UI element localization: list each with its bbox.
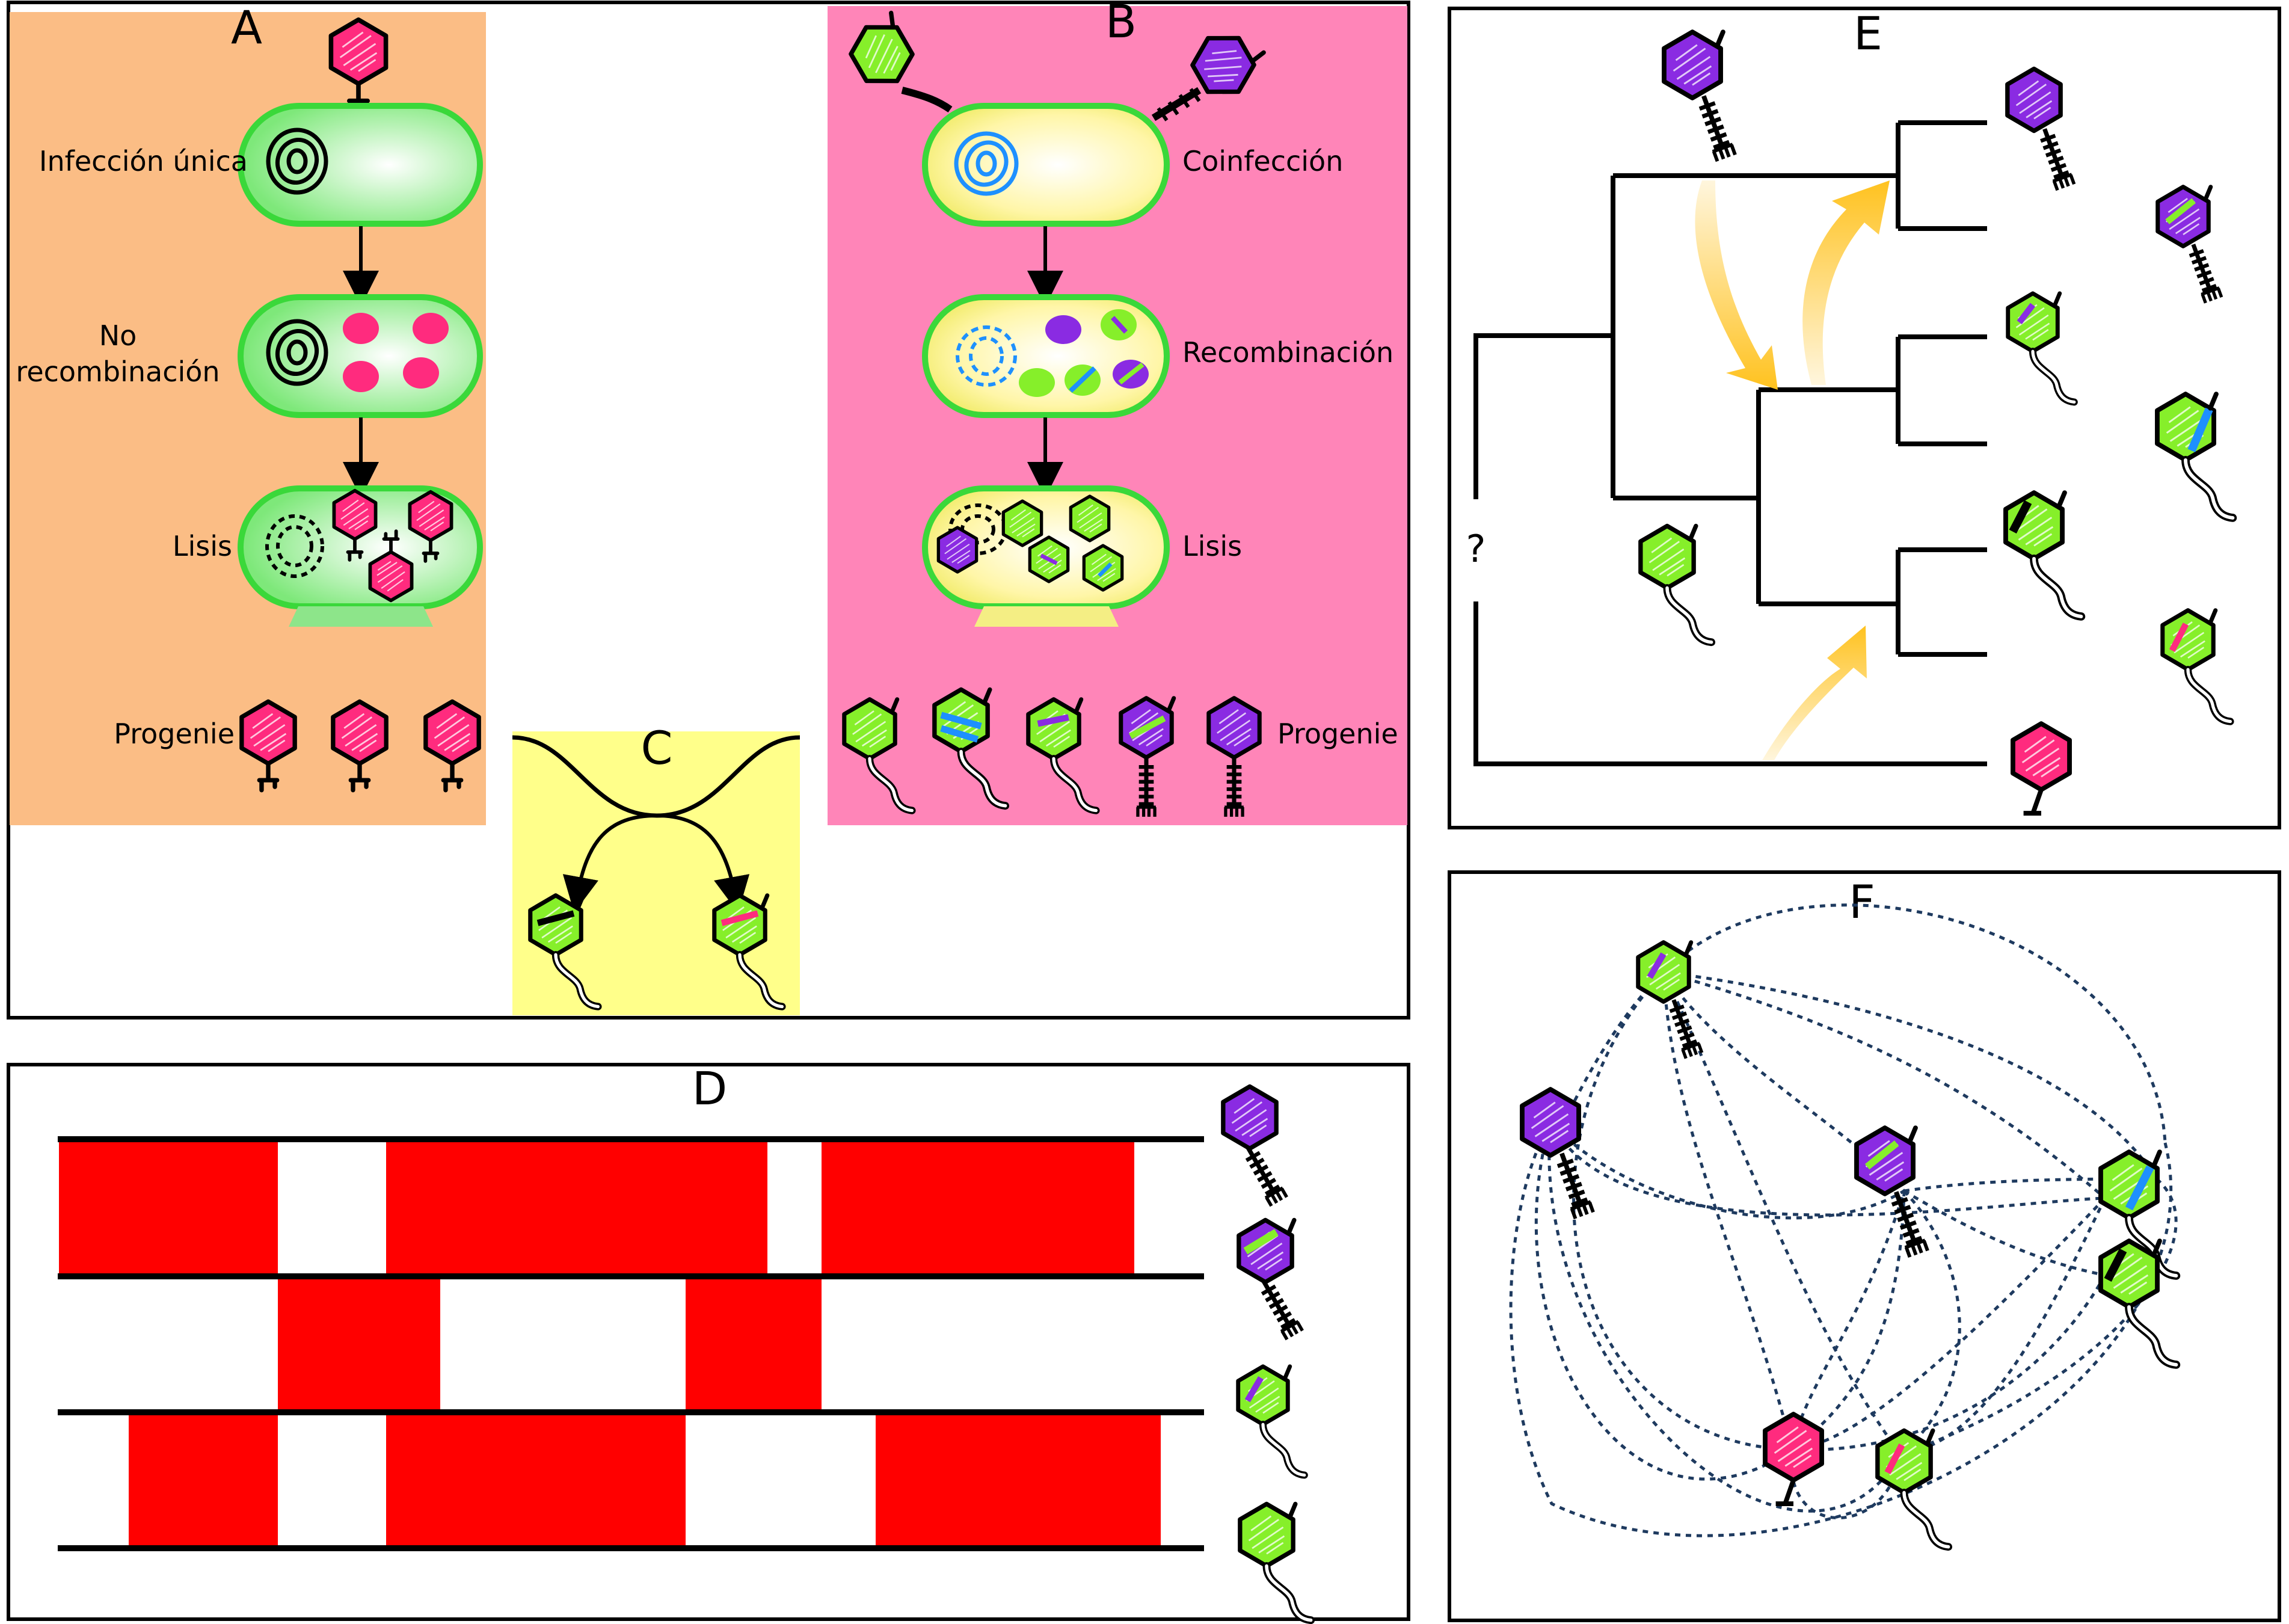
arrow-c-right (656, 814, 750, 913)
phage-green-purple-progeny (1028, 700, 1096, 811)
recombinant-dna-fragments (1019, 309, 1149, 397)
host-dna-icon-2 (266, 319, 328, 386)
panel-b-letter: B (1105, 0, 1137, 48)
frame-e (1448, 7, 2281, 829)
phage-green-purple-f (1638, 943, 1703, 1059)
phage-lysis-b-5 (1084, 546, 1122, 590)
host-dna-icon (266, 128, 328, 195)
frame-abc (7, 1, 1410, 1020)
panel-d: D (58, 1062, 1311, 1620)
phage-green-d (1240, 1504, 1311, 1620)
block-r2-2 (686, 1276, 822, 1412)
label-no: No (99, 319, 137, 352)
host-dna-blue (954, 131, 1019, 196)
frame-d (7, 1063, 1410, 1621)
phage-dna-copies (343, 313, 449, 392)
label-single-infection: Infección única (39, 145, 248, 177)
phage-purple-green-f (1857, 1128, 1929, 1258)
panel-d-letter: D (692, 1062, 728, 1115)
network-edges (1509, 903, 2178, 1537)
panel-c-letter: C (641, 721, 672, 775)
panel-a: A Infección única No recombinación (10, 1, 486, 825)
block-r1-2 (386, 1140, 767, 1276)
lysis-opening-a (289, 606, 433, 627)
label-lysis-b: Lisis (1182, 530, 1242, 562)
phage-green-pink-f (1878, 1430, 1949, 1546)
panel-f-letter: F (1849, 875, 1875, 929)
transfer-arrow-bottom (1762, 626, 1867, 760)
phage-purple-green-e (2158, 187, 2223, 304)
phage-pink-f (1765, 1414, 1822, 1507)
block-r2-1 (278, 1276, 440, 1412)
phage-lysis-b-4 (1030, 537, 1068, 582)
panel-a-letter: A (231, 1, 262, 54)
block-r1-1 (59, 1140, 278, 1276)
panel-e: E ? (1466, 7, 2233, 816)
block-r3-2 (386, 1412, 686, 1547)
phage-purple-green-progeny (1121, 698, 1174, 817)
label-lysis-a: Lisis (173, 530, 232, 562)
phage-lysis-b-2 (1003, 501, 1041, 546)
phage-pink-e (2013, 724, 2069, 816)
phage-green-blue-e (2157, 394, 2232, 518)
lysis-opening-b (974, 606, 1119, 627)
label-recombination: Recombinación (1182, 336, 1393, 369)
phage-green-pink-insert (714, 896, 782, 1007)
transfer-arrow-up (1802, 180, 1890, 385)
phage-green-blue-f (2101, 1152, 2176, 1276)
phage-purple-e-top (1664, 32, 1736, 162)
phage-purple-e-1 (2008, 69, 2075, 190)
phage-purple-green-d (1239, 1220, 1303, 1339)
panel-f: F (1509, 875, 2178, 1547)
phage-green-pink-e (2163, 611, 2231, 722)
frame-f (1448, 870, 2281, 1622)
panel-c: C (512, 721, 800, 1015)
panel-e-letter: E (1854, 7, 1882, 60)
phylogenetic-tree (1473, 120, 1987, 766)
cell-b1 (922, 103, 1170, 227)
phage-purple-f (1522, 1089, 1594, 1219)
phage-purple-d (1223, 1086, 1288, 1206)
phage-green-black-e (2006, 493, 2081, 617)
phage-green-blue-progeny (935, 689, 1006, 805)
arrow-c-left (562, 814, 657, 913)
block-r3-3 (876, 1412, 1161, 1547)
phage-green-purple-e (2008, 294, 2074, 402)
degraded-dna-a (265, 514, 324, 578)
block-r1-3 (822, 1140, 1134, 1276)
phage-lysis-b-1 (938, 527, 976, 572)
phage-green-e-basal (1641, 526, 1712, 642)
label-progeny-b: Progenie (1277, 718, 1398, 750)
phage-lysis-b-3 (1071, 496, 1108, 541)
block-r3-1 (129, 1412, 278, 1547)
panel-b: B Coinfección Recombinación (828, 0, 1407, 825)
label-no-recombination: recombinación (16, 355, 220, 388)
phage-green-purple-d (1238, 1367, 1304, 1475)
label-progeny-a: Progenie (114, 718, 235, 750)
transfer-arrow-down (1695, 180, 1778, 390)
phage-green-black-insert (530, 896, 598, 1007)
unknown-root-label: ? (1466, 527, 1486, 571)
fragmented-dna-blue (956, 325, 1017, 387)
label-coinfection: Coinfección (1182, 145, 1343, 177)
phage-green-black-f (2101, 1241, 2176, 1365)
